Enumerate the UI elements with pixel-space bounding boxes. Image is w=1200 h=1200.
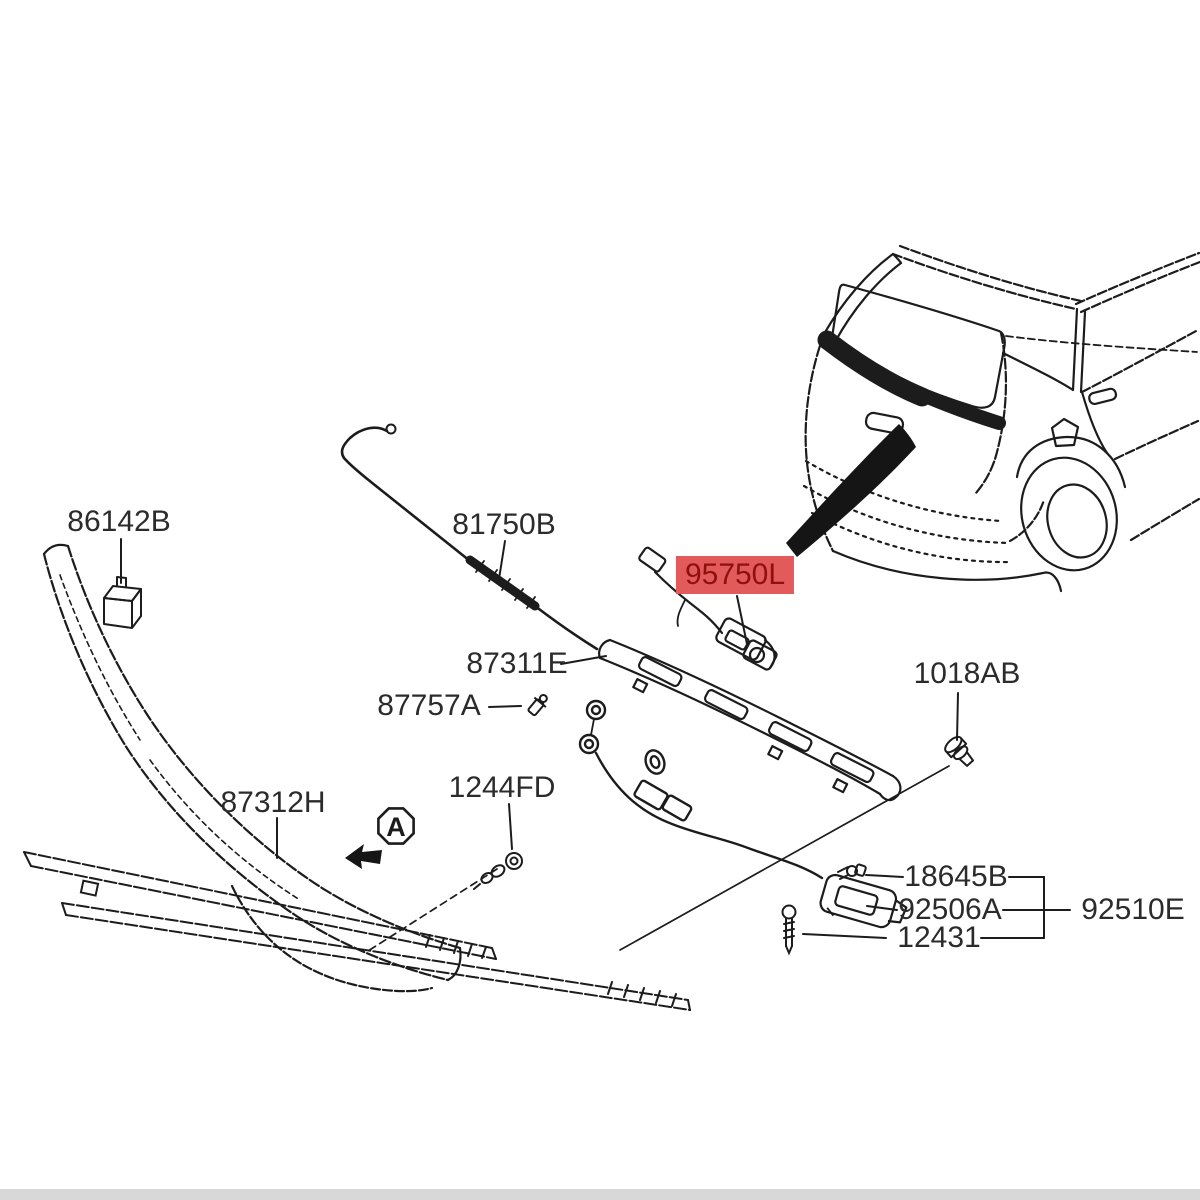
rear-camera-95750l	[638, 546, 778, 671]
moulding-strip-87311e	[598, 638, 902, 802]
part-label-1244fd: 1244FD	[448, 771, 556, 804]
direction-arrow-icon	[345, 844, 382, 869]
bolt-12431	[781, 904, 797, 956]
part-label-12431: 12431	[897, 921, 981, 954]
part-label-18645b: 18645B	[904, 860, 1008, 893]
highlighted-part-label-95750l: 95750L	[675, 556, 795, 594]
screw-1244fd	[473, 852, 523, 890]
part-label-87757a: 87757A	[377, 689, 481, 722]
highlight-pointer-arrow	[786, 424, 916, 557]
part-label-92510e: 92510E	[1081, 893, 1185, 926]
view-callout-a: A	[345, 807, 415, 869]
part-label-81750b: 81750B	[452, 508, 556, 541]
rivet-87757a	[527, 693, 548, 717]
part-label-86142b: 86142B	[67, 505, 171, 538]
callout-octagon	[377, 807, 415, 845]
part-label-92506a: 92506A	[898, 893, 1002, 926]
tailgate-garnish-87312h	[42, 543, 462, 993]
tailgate-cable-81750b	[340, 423, 599, 651]
license-lamp-92506a	[819, 873, 908, 929]
scan-edge-artifact	[0, 1189, 1200, 1200]
part-label-87311e: 87311E	[466, 647, 568, 680]
pin-1018ab	[944, 735, 975, 767]
callout-letter: A	[386, 812, 406, 842]
clip-86142b	[103, 576, 142, 629]
wiring-harness	[578, 699, 824, 880]
lower-trim-strips	[23, 851, 691, 1011]
part-label-87312h: 87312H	[220, 786, 326, 819]
leader-lines	[120, 538, 1071, 952]
vehicle-rear-sketch	[802, 244, 1200, 593]
bulb-socket-18645b	[837, 863, 867, 880]
part-label-1018ab: 1018AB	[913, 657, 1021, 690]
